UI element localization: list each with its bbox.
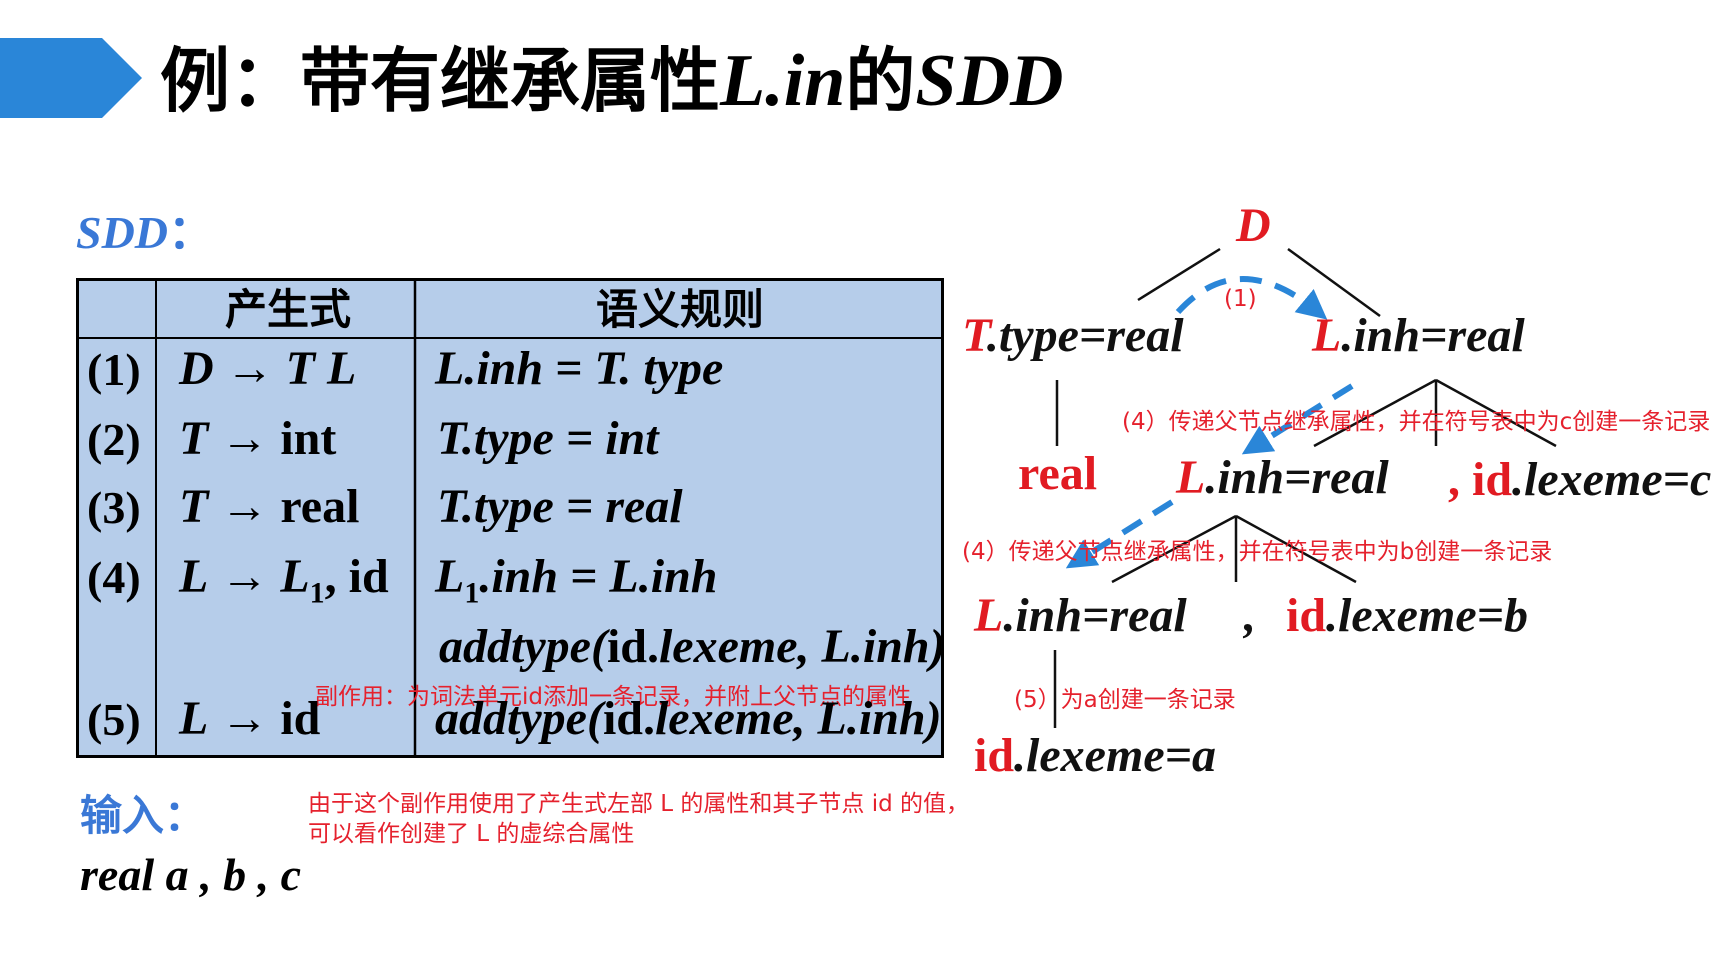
row-4-production: L → L1, id: [179, 550, 389, 610]
title-prefix: 例：带有继承属性: [160, 40, 720, 122]
tree-node-id-a: id.lexeme=a: [974, 729, 1216, 782]
title-suffix: SDD: [915, 40, 1064, 122]
tree-note-b: (4）传递父节点继承属性，并在符号表中为b创建一条记录: [962, 539, 1553, 565]
sdd-label-text: SDD: [76, 207, 169, 258]
tree-edge-label-1: (1): [1224, 286, 1257, 312]
tree-node-l-inh-3: L.inh=real: [974, 589, 1187, 642]
sdd-table: 产生式 语义规则 (1) D → T L L.inh = T. type (2)…: [76, 278, 946, 758]
input-note-line2: 可以看作创建了 L 的虚综合属性: [308, 821, 635, 847]
tree-node-id-b: id.lexeme=b: [1286, 589, 1528, 642]
title-mid: 的: [845, 40, 916, 122]
row-2-rule: T.type = int: [437, 412, 659, 465]
row-4-addtype: addtype(id.lexeme, L.inh): [439, 620, 946, 673]
row-2-number: (2): [87, 414, 141, 465]
row-3-rule: T.type = real: [437, 480, 683, 533]
tree-node-id-c: , id.lexeme=c: [1448, 453, 1712, 506]
tree-node-t-type: T.type=real: [962, 309, 1184, 362]
tree-leaf-real: real: [1018, 447, 1098, 500]
tree-note-c: (4）传递父节点继承属性，并在符号表中为c创建一条记录: [1122, 409, 1711, 435]
row-1-production: D → T L: [179, 342, 357, 395]
row-5-production: L → id: [179, 692, 321, 745]
input-note-line1: 由于这个副作用使用了产生式左部 L 的属性和其子节点 id 的值，: [308, 791, 970, 817]
tree-node-l-inh-1: L.inh=real: [1312, 309, 1525, 362]
title-arrow-shape: [0, 38, 142, 118]
row-4-number: (4): [87, 552, 141, 603]
side-effect-note: 副作用：为词法单元id添加一条记录，并附上父节点的属性: [315, 684, 911, 710]
row-3-production: T → real: [179, 480, 360, 533]
row-2-production: T → int: [179, 412, 337, 465]
row-1-number: (1): [87, 344, 141, 395]
sdd-label-colon: ：: [168, 207, 215, 258]
table-header-rule: 语义规则: [595, 285, 764, 334]
input-label: 输入：: [80, 791, 207, 840]
sdd-label: SDD：: [76, 196, 214, 262]
tree-note-a: (5）为a创建一条记录: [1014, 687, 1236, 713]
table-header-production: 产生式: [224, 285, 351, 334]
row-3-number: (3): [87, 482, 141, 533]
row-1-rule: L.inh = T. type: [435, 342, 724, 395]
input-value: real a , b , c: [80, 849, 302, 900]
table-grid-lines: [79, 281, 941, 758]
tree-node-comma-2: ,: [1244, 589, 1256, 642]
tree-node-l-inh-2: L.inh=real: [1176, 451, 1389, 504]
tree-root-d: D: [1236, 199, 1271, 252]
row-5-number: (5): [87, 694, 141, 745]
row-4-rule: L1.inh = L.inh: [435, 550, 718, 610]
page-title: 例：带有继承属性L.in的SDD: [160, 36, 1063, 126]
title-attr: L.in: [720, 40, 846, 122]
row-5-addtype: addtype(id.lexeme, L.inh): [435, 692, 942, 745]
